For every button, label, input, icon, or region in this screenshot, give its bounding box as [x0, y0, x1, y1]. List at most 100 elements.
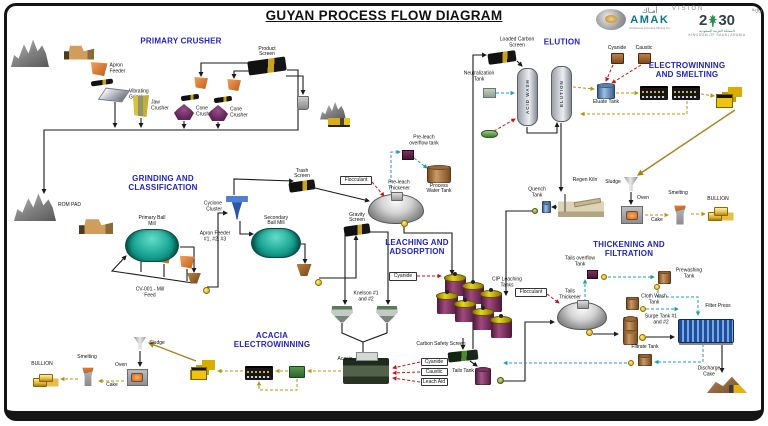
cone-1-hopper-icon	[194, 77, 208, 89]
oven-1-icon	[621, 206, 643, 224]
preleach-overflow-tank-icon	[402, 150, 414, 160]
sludge-label-2: Sludge	[149, 340, 165, 347]
cip-tank-5	[453, 298, 477, 322]
oven-1	[621, 206, 643, 224]
smelting-label-1: Smelting	[668, 190, 688, 197]
flow-line-16	[314, 187, 370, 203]
elution-column-icon: ELUTION	[550, 66, 572, 122]
smelting-furnace-1-icon	[674, 205, 686, 225]
year-right: 30	[718, 12, 736, 29]
cone-1-hopper	[194, 77, 208, 89]
flow-line-53	[657, 290, 701, 316]
rom-pad-pile-icon	[14, 193, 56, 221]
amak-name: AMAK	[630, 14, 670, 26]
sludge-label-1: Sludge	[605, 179, 621, 186]
jaw-crusher: Jaw Crusher	[133, 95, 169, 117]
flow-line-33	[472, 52, 487, 349]
flow-line-58	[654, 344, 704, 365]
surge-bin-icon	[297, 96, 309, 110]
cone-1-conveyor	[180, 93, 200, 101]
neutralization-label: Neutralization Tank	[463, 70, 495, 82]
prewash-tank	[657, 270, 671, 284]
amak-logo: أمـاك AMAK Al Masane Al Kobra Mining Co.	[596, 8, 671, 30]
flow-line-32	[503, 319, 555, 382]
smelting-furnace-1	[671, 198, 689, 225]
mill-1-pump-icon	[202, 286, 210, 294]
flow-line-14	[239, 221, 254, 237]
cone-crusher-1-label: Cone Crusher	[196, 105, 214, 117]
section-title-thickening-filtration: THICKENING AND FILTRATION	[593, 240, 665, 258]
flow-line-26	[413, 157, 428, 169]
apron-feeder-hopper-label: Apron Feeder	[109, 62, 126, 74]
acacia-label: Acacia	[337, 356, 353, 363]
oven-2-icon	[126, 368, 148, 386]
ew-cell-2	[672, 86, 700, 100]
cip-tank-2-icon	[461, 280, 485, 304]
bullion-2-icon	[33, 373, 59, 387]
gravity-screen-label: Gravity Screen	[349, 211, 365, 224]
tails-thickener-label: Tails Thickener	[559, 288, 581, 300]
cip-tank-5-icon	[453, 298, 477, 322]
section-title-elution: ELUTION	[543, 37, 581, 47]
cyclone-cluster: Cyclone Cluster	[204, 195, 250, 220]
trash-screen: Trash Screen	[288, 168, 316, 193]
vision2030-year: 2 30	[672, 13, 762, 28]
surge-tanks-icon	[622, 315, 638, 345]
apron-feeder-hopper: Apron Feeder	[90, 62, 125, 76]
flow-line-31	[469, 360, 478, 367]
product-screen-icon	[247, 56, 287, 76]
acacia-green-box	[289, 366, 305, 378]
carbon-safety-screen	[447, 349, 479, 363]
surge-tanks	[622, 315, 638, 345]
haul-truck	[328, 117, 350, 127]
cloth-wash-pump	[640, 306, 646, 312]
mill-1-discharge-hopper	[187, 272, 201, 284]
caustic-drum-label: Caustic	[635, 44, 653, 51]
vision-en-label: VISION	[672, 6, 705, 12]
flow-line-67	[147, 341, 197, 362]
preleach-overflow-tank	[402, 150, 414, 160]
amak-logo-disc-icon	[596, 8, 626, 30]
acacia-green-box-icon	[289, 366, 305, 378]
tails-thickener-icon	[557, 299, 607, 330]
process-water-tank-label: Process Water Tank	[426, 182, 452, 195]
flow-line-5	[198, 62, 251, 77]
cip-tank-2	[461, 280, 485, 304]
eluate-tank-label: Eluate Tank	[592, 98, 620, 105]
filtrate-pump	[628, 360, 634, 366]
cyanide-box-2-icon: Cyanide	[420, 358, 448, 366]
acid-tank-icon	[480, 130, 498, 138]
gravity-screen-icon	[343, 223, 371, 237]
filtrate-tank	[638, 354, 652, 366]
prewash-pump	[654, 284, 660, 290]
amak-arabic-name: أمـاك	[641, 8, 658, 15]
cip-tank-7-icon	[489, 314, 513, 338]
eluate-tank: Eluate Tank	[593, 83, 619, 104]
vision2030-logo: VISION رؤية 2 30 المملكة العربية السعودي…	[672, 6, 762, 37]
flow-line-11	[110, 255, 194, 284]
cone-crusher-2-icon	[208, 105, 228, 121]
bullion-label-1: BULLION	[707, 196, 729, 203]
flow-line-61	[392, 370, 421, 376]
carbon-safety-screen-label: Carbon Safety Screen	[416, 341, 466, 348]
eluate-tank-icon	[597, 83, 615, 99]
apron-feeder-hopper-icon	[90, 62, 108, 76]
vibrating-grizzly-icon	[97, 87, 131, 103]
caustic-drum: Caustic	[636, 45, 652, 64]
filter-press	[678, 319, 734, 343]
preleach-thickener-label: Pre-leach Thickener	[388, 179, 410, 191]
quench-tank	[541, 201, 551, 213]
leach-aid-box: Leach Aid	[420, 378, 448, 386]
wheel-loader-2	[79, 218, 113, 234]
cone-2-conveyor	[213, 95, 233, 103]
tails-tank-pump-icon	[496, 376, 504, 384]
filtrate-label: Filtrate Tank	[631, 344, 659, 351]
sludge-funnel-2	[133, 336, 147, 350]
jaw-crusher-label: Jaw Crusher	[151, 99, 169, 111]
flow-line-28	[503, 210, 532, 296]
acid-tank	[480, 130, 498, 138]
flocculant-box-1-icon: Flocculant	[340, 175, 372, 185]
apron-feeders-label: Apron Feeder #1, #2, #3	[199, 230, 231, 242]
cip-tank-6	[471, 306, 495, 330]
caustic-box: Caustic	[420, 368, 448, 376]
